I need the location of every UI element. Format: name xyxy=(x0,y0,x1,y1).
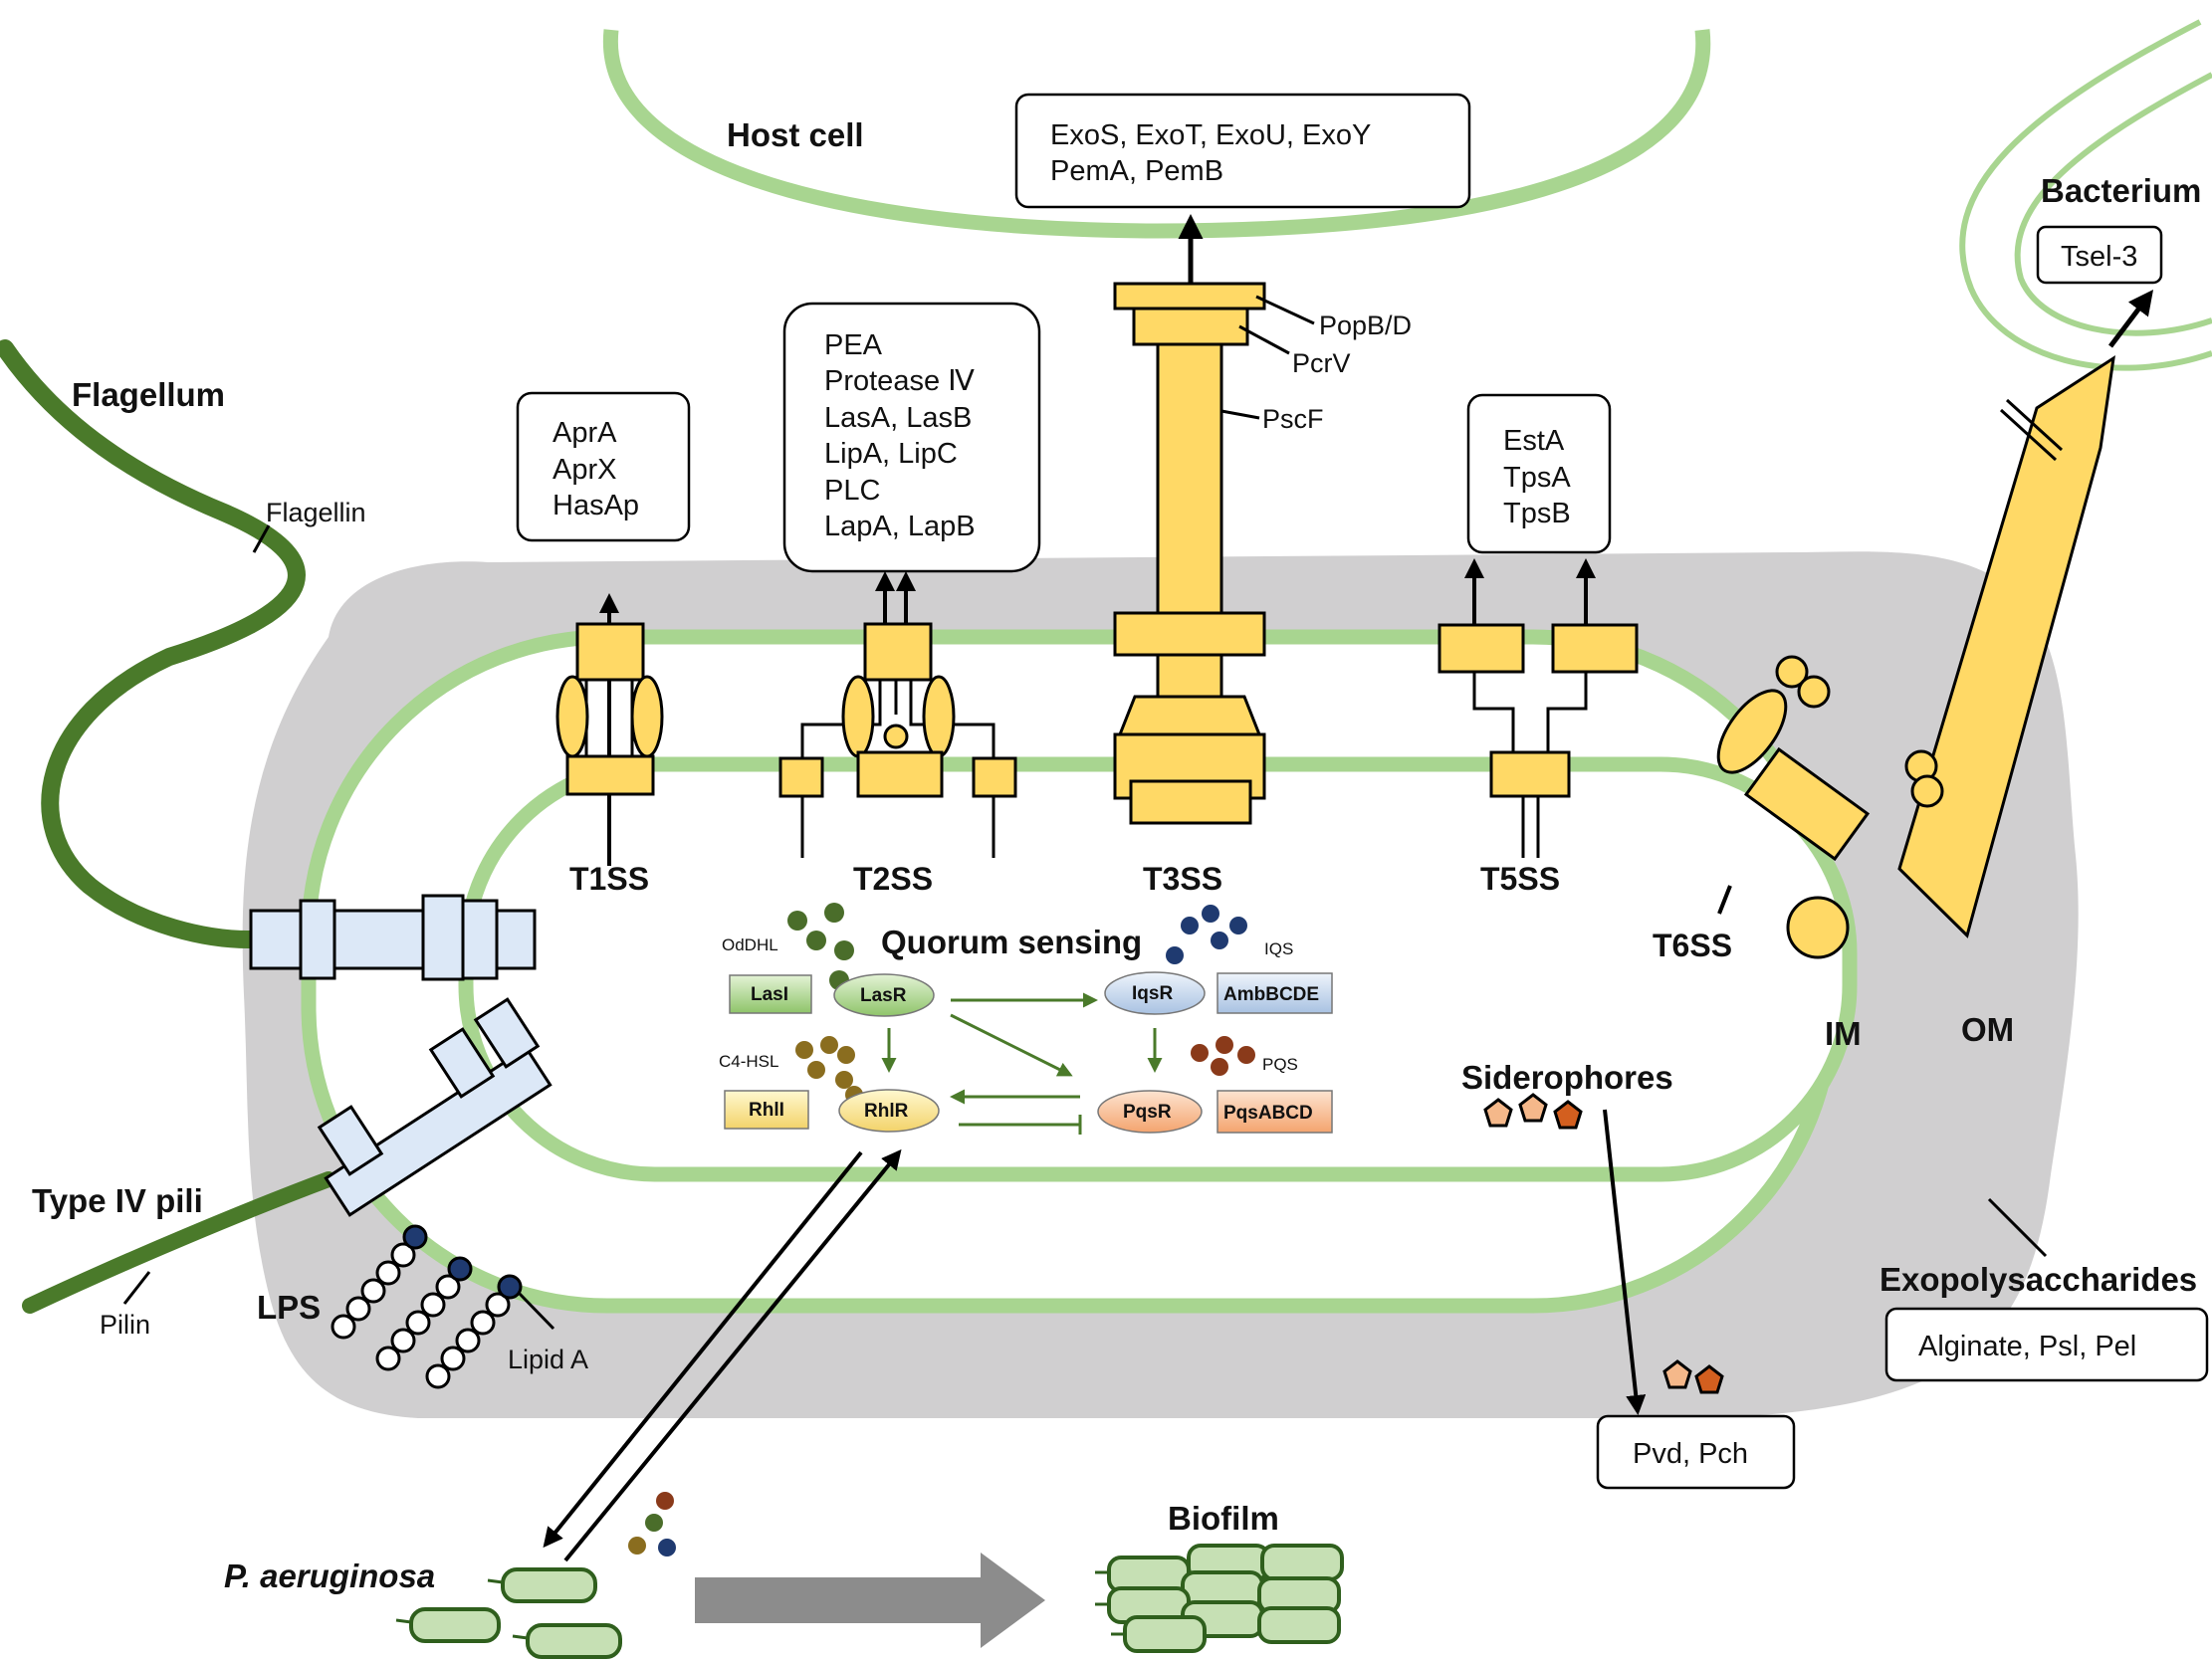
pilin-leader xyxy=(122,1271,151,1305)
t5ss-substrate-2: TpsA xyxy=(1503,462,1571,494)
biofilm-progression-arrow xyxy=(695,1553,1045,1648)
host-cell-label: Host cell xyxy=(727,116,864,153)
type-iv-pili-label: Type IV pili xyxy=(32,1182,203,1219)
secreted-molecules xyxy=(628,1492,676,1557)
t6ss-label: T6SS xyxy=(1653,928,1732,963)
c4hsl-label: C4-HSL xyxy=(719,1052,778,1071)
flagellum xyxy=(0,339,306,949)
pilin-filament xyxy=(22,1171,336,1314)
substrate-boxes xyxy=(516,93,2209,1490)
t5ss-apparatus xyxy=(1438,558,1639,858)
biofilm-cells xyxy=(1107,1544,1344,1653)
ambbcde-text: AmbBCDE xyxy=(1223,984,1319,1005)
lasi-text: LasI xyxy=(751,984,788,1005)
lps-label: LPS xyxy=(257,1289,321,1326)
flagellin-leader xyxy=(252,524,271,553)
t5ss-substrate-1: EstA xyxy=(1503,425,1565,457)
t2ss-substrate-3: LasA, LasB xyxy=(824,402,972,434)
im-label: IM xyxy=(1825,1015,1862,1052)
t5ss-substrate-3: TpsB xyxy=(1503,498,1571,529)
iqsr-text: IqsR xyxy=(1132,983,1173,1004)
biofilm-flagella xyxy=(1095,1570,1125,1636)
t3ss-effector-line-2: PemA, PemB xyxy=(1050,155,1223,187)
rhlr-text: RhlR xyxy=(864,1101,909,1122)
t5ss-label: T5SS xyxy=(1480,861,1560,897)
lipid-a-leader xyxy=(518,1292,555,1331)
planktonic-cells xyxy=(409,1567,622,1659)
t2ss-apparatus xyxy=(778,571,1017,858)
t3ss-label: T3SS xyxy=(1143,861,1222,897)
t2ss-label: T2SS xyxy=(853,861,933,897)
quorum-labels: LasI LasR RhlI RhlR IqsR AmbBCDE PqsR Pq… xyxy=(719,935,1319,1124)
iqs-label: IQS xyxy=(1264,939,1293,958)
t6ss-apparatus xyxy=(1716,290,2154,959)
t6ss-effector: Tsel-3 xyxy=(2061,241,2137,273)
om-label: OM xyxy=(1961,1011,2014,1048)
pqsabcd-text: PqsABCD xyxy=(1223,1103,1313,1124)
biofilm-label: Biofilm xyxy=(1168,1500,1279,1537)
siderophore-pentagons xyxy=(1483,1093,1724,1394)
host-cell-membrane xyxy=(602,29,1711,239)
t2ss-substrate-6: LapA, LapB xyxy=(824,511,976,542)
popbd-label: PopB/D xyxy=(1319,311,1412,340)
t2ss-substrate-2: Protease Ⅳ xyxy=(824,365,975,397)
exopolysaccharides-label: Exopolysaccharides xyxy=(1880,1261,2197,1298)
pqsr-text: PqsR xyxy=(1123,1102,1172,1123)
t1ss-apparatus xyxy=(555,593,664,866)
t3ss-effector-line-1: ExoS, ExoT, ExoU, ExoY xyxy=(1050,119,1371,151)
lps-chains xyxy=(331,1224,523,1389)
pilus-secretin xyxy=(317,997,553,1217)
box-texts: ExoS, ExoT, ExoU, ExoY PemA, PemB Tsel-3… xyxy=(553,119,2137,1470)
t1ss-substrate-1: AprA xyxy=(553,417,617,449)
oddhl-label: OdDHL xyxy=(722,935,778,954)
bacterium-label: Bacterium xyxy=(2041,172,2201,209)
pcrv-label: PcrV xyxy=(1292,348,1351,378)
t1ss-substrate-3: HasAp xyxy=(553,490,639,521)
exopolysaccharides-content: Alginate, Psl, Pel xyxy=(1918,1331,2136,1362)
flagellum-label: Flagellum xyxy=(72,376,225,413)
siderophores-content: Pvd, Pch xyxy=(1633,1438,1748,1470)
pilin-label: Pilin xyxy=(100,1310,150,1340)
planktonic-flagella xyxy=(395,1578,529,1640)
pscf-label: PscF xyxy=(1262,404,1324,434)
t2ss-substrate-4: LipA, LipC xyxy=(824,438,958,470)
qs-transport-arrows xyxy=(543,1148,902,1562)
t3ss-apparatus xyxy=(1113,214,1315,825)
system-labels: T1SS T2SS T3SS T5SS T6SS PopB/D PcrV Psc… xyxy=(569,311,1732,963)
flagellin-label: Flagellin xyxy=(266,498,366,527)
pqs-label: PQS xyxy=(1262,1055,1298,1074)
lipid-a-label: Lipid A xyxy=(508,1345,588,1374)
flagellum-basal-body xyxy=(249,894,537,981)
autoinducer-molecules xyxy=(787,903,1255,1104)
structure-labels: Host cell Bacterium Flagellum Flagellin … xyxy=(32,116,2201,1594)
qs-arrows xyxy=(881,992,1163,1135)
t1ss-substrate-2: AprX xyxy=(553,454,616,486)
t2ss-substrate-1: PEA xyxy=(824,329,883,361)
exopolysaccharides-leader xyxy=(1987,1197,2048,1258)
siderophore-arrow xyxy=(1603,1109,1647,1415)
t1ss-label: T1SS xyxy=(569,861,649,897)
siderophores-label: Siderophores xyxy=(1461,1059,1673,1096)
lasr-text: LasR xyxy=(860,985,907,1006)
qs-nodes xyxy=(724,971,1333,1134)
rhli-text: RhlI xyxy=(749,1100,784,1121)
p-aeruginosa-label: P. aeruginosa xyxy=(224,1557,435,1594)
t2ss-substrate-5: PLC xyxy=(824,475,880,507)
quorum-sensing-label: Quorum sensing xyxy=(881,924,1142,960)
